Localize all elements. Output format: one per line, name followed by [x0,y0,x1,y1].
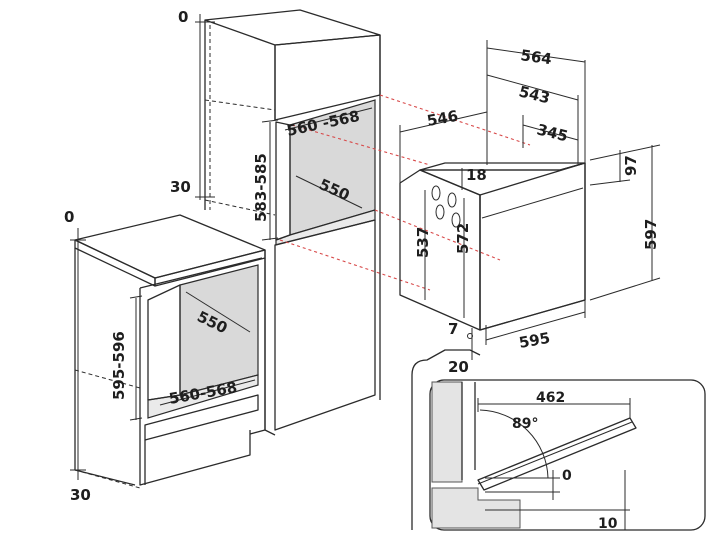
tall-cabinet [195,9,381,436]
label-oven-side-height: 537 [414,227,432,258]
oven-unit [399,40,661,360]
label-left-cab-height: 595-596 [110,331,128,400]
label-door-gap-ten: 10 [598,516,618,532]
label-oven-panel-height: 97 [622,155,640,176]
label-oven-depth-total: 564 [519,46,553,68]
label-tall-cab-side-offset: 30 [170,178,191,196]
label-oven-depth-body: 543 [517,82,552,107]
label-oven-total-height: 597 [642,219,660,250]
label-left-cab-bottom-offset: 30 [70,486,91,504]
inset-frame [429,379,706,531]
door-detail-inset [411,349,706,531]
label-oven-side-depth: 546 [426,107,460,130]
label-oven-front-height: 572 [454,223,472,254]
label-oven-top-offset: 18 [466,166,487,184]
label-door-reach: 462 [536,390,565,406]
projection-lines [279,94,531,291]
label-door-gap-zero: 0 [562,468,572,484]
under-counter-cabinet [70,214,266,489]
label-tall-cab-top-offset: 0 [178,8,188,26]
label-oven-top-depth: 345 [535,120,570,145]
label-tall-cab-height: 583-585 [252,153,270,222]
label-door-angle: 89° [512,416,538,432]
label-oven-bottom-offset: 7 [448,320,458,338]
dimension-labels: 0 30 550 595-596 560-568 0 30 560 -568 5… [64,8,660,532]
label-left-cab-top-offset: 0 [64,208,74,226]
label-oven-width: 595 [518,329,552,352]
label-oven-door-offset: 20 [448,358,469,376]
